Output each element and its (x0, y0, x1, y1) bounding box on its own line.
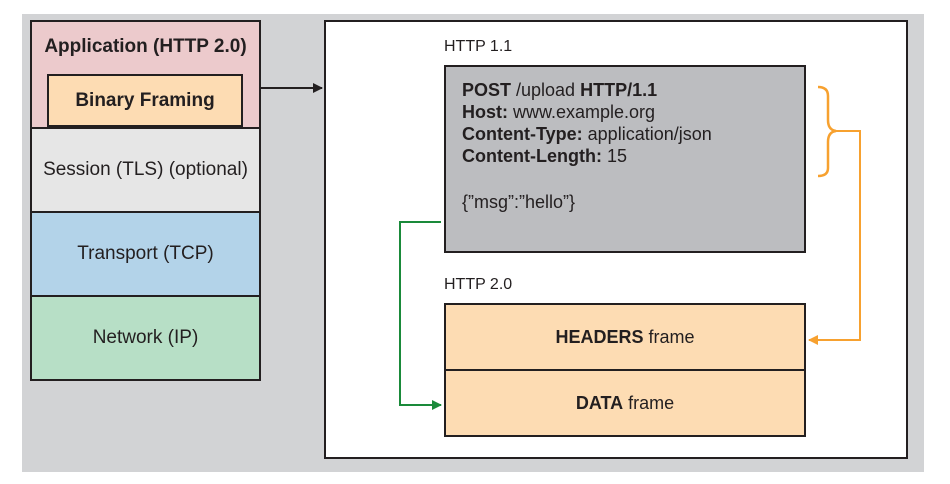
network-layer: Network (IP) (30, 295, 261, 381)
header-content-type: Content-Type: application/json (462, 123, 804, 145)
headers-brace-icon (817, 85, 837, 178)
header-host-value: www.example.org (508, 102, 656, 122)
request-body: {”msg”:”hello”} (462, 192, 576, 212)
request-path: /upload (511, 80, 581, 100)
session-layer-label: Session (TLS) (optional) (43, 159, 248, 180)
request-line: POST /upload HTTP/1.1 (462, 79, 804, 101)
session-layer: Session (TLS) (optional) (30, 127, 261, 213)
header-content-length-value: 15 (601, 146, 627, 166)
body-to-data-frame-arrow (399, 221, 442, 410)
http11-caption: HTTP 1.1 (444, 38, 513, 55)
network-layer-label: Network (IP) (92, 327, 199, 348)
http20-caption: HTTP 2.0 (444, 276, 513, 293)
headers-frame: HEADERS frame (444, 303, 806, 371)
headers-frame-keyword: HEADERS (555, 326, 644, 347)
header-content-type-name: Content-Type: (462, 124, 583, 144)
data-frame-keyword: DATA (575, 392, 624, 413)
request-version: HTTP/1.1 (580, 80, 658, 100)
application-layer-label: Application (HTTP 2.0) (44, 36, 247, 57)
transport-layer-label: Transport (TCP) (77, 243, 214, 264)
header-content-length-name: Content-Length: (462, 146, 602, 166)
header-content-length: Content-Length: 15 (462, 145, 804, 167)
transport-layer: Transport (TCP) (30, 211, 261, 297)
binary-framing-layer: Binary Framing (47, 74, 243, 127)
binary-framing-label: Binary Framing (75, 89, 215, 111)
data-frame: DATA frame (444, 369, 806, 437)
headers-to-frame-arrow (808, 130, 861, 345)
data-frame-suffix: frame (623, 392, 675, 413)
headers-frame-suffix: frame (643, 326, 695, 347)
header-host-name: Host: (462, 102, 508, 122)
header-content-type-value: application/json (582, 124, 712, 144)
request-method: POST (462, 80, 512, 100)
header-host: Host: www.example.org (462, 101, 804, 123)
http11-request-box: POST /upload HTTP/1.1 Host: www.example.… (444, 65, 806, 253)
